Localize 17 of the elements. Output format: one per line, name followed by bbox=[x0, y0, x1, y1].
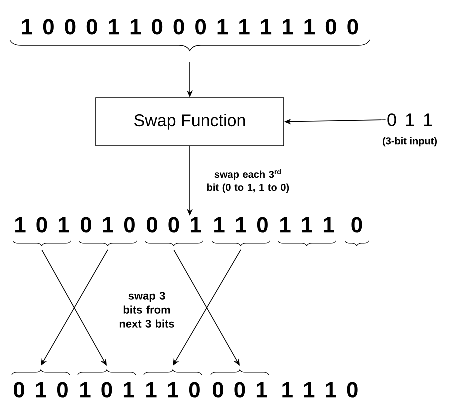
bit-group: 1 0 1 bbox=[16, 217, 70, 233]
input-caption: (3-bit input) bbox=[383, 137, 437, 147]
bit-group: 0 1 0 bbox=[81, 217, 135, 233]
bit-group: 0 0 1 bbox=[147, 217, 202, 233]
bit-group: 1 0 1 bbox=[80, 382, 134, 398]
edge-label: swap each 3$^{rd}$ bit (0 to 1, 1 to 0) bbox=[207, 169, 290, 194]
function-box: Swap Function bbox=[96, 98, 284, 146]
bit-group: 1 1 1 bbox=[280, 217, 334, 233]
bit-group: 0 bbox=[352, 217, 362, 233]
bit-group: 0 0 1 bbox=[213, 382, 268, 398]
note: swap 3 bits from next 3 bits bbox=[120, 292, 174, 328]
bit-group: 1 1 0 bbox=[146, 382, 200, 398]
bit-group: 0 1 0 bbox=[14, 382, 68, 398]
bit-group: 1 0 0 0 1 1 0 0 0 1 1 1 1 1 0 0 bbox=[22, 19, 358, 35]
bit-group: 1 1 0 bbox=[214, 217, 268, 233]
bit-group: 1 1 1 0 bbox=[282, 382, 358, 398]
input-bits: 0 1 1 bbox=[388, 114, 432, 126]
